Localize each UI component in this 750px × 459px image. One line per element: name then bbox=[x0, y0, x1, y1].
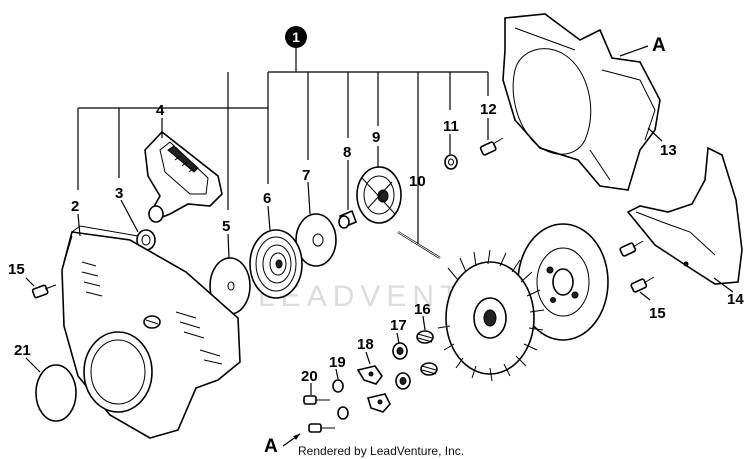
callout-18: 18 bbox=[357, 336, 374, 353]
kit-bracket: 1 bbox=[77, 26, 489, 210]
part-9-pulley bbox=[356, 166, 402, 224]
callout-3: 3 bbox=[115, 185, 123, 202]
part-19-washers bbox=[332, 379, 349, 420]
part-12-screw bbox=[479, 137, 504, 156]
part-7-washer bbox=[295, 213, 337, 267]
part-20-bolts bbox=[303, 395, 335, 433]
callout-17: 17 bbox=[390, 317, 407, 334]
part-10-starter-rope bbox=[397, 231, 441, 259]
part-2-starter-housing bbox=[61, 225, 241, 439]
part-4-starter-handle bbox=[144, 130, 223, 223]
bolt-15-left bbox=[31, 284, 57, 299]
ref-label-a-bottom: A bbox=[264, 436, 278, 457]
part-6-recoil-spring bbox=[249, 229, 303, 299]
callout-6: 6 bbox=[263, 190, 271, 207]
callout-16: 16 bbox=[414, 301, 431, 318]
ref-a-top-leader bbox=[619, 45, 649, 57]
part-8-collar bbox=[338, 209, 358, 229]
bolt-15-right-lower bbox=[630, 276, 655, 293]
kit-callout-circle bbox=[285, 26, 307, 48]
callout-19: 19 bbox=[329, 354, 346, 371]
callout-13: 13 bbox=[660, 142, 677, 159]
part-16-springs bbox=[416, 330, 438, 376]
callout-9: 9 bbox=[372, 129, 380, 146]
callout-2: 2 bbox=[71, 198, 79, 215]
part-17-rollers bbox=[392, 342, 411, 390]
ref-label-a-top: A bbox=[652, 35, 666, 56]
callout-8: 8 bbox=[343, 144, 351, 161]
part-14-cover-plate bbox=[626, 146, 743, 285]
callout-14: 14 bbox=[727, 291, 744, 308]
part-21-screen bbox=[35, 364, 77, 422]
callout-15-right: 15 bbox=[649, 305, 666, 322]
bolt-15-right-upper bbox=[619, 240, 644, 257]
callout-7: 7 bbox=[302, 167, 310, 184]
callout-10: 10 bbox=[409, 173, 426, 190]
callout-15-left: 15 bbox=[8, 261, 25, 278]
callout-21: 21 bbox=[14, 342, 31, 359]
callout-11: 11 bbox=[443, 118, 459, 135]
callout-5: 5 bbox=[222, 218, 230, 235]
part-11-washer bbox=[444, 154, 458, 170]
callout-12: 12 bbox=[480, 101, 497, 118]
callout-4: 4 bbox=[156, 102, 165, 119]
flywheel-fan bbox=[437, 249, 545, 382]
part-18-pawls bbox=[356, 365, 391, 413]
kit-callout-number: 1 bbox=[292, 29, 300, 45]
part-13-fan-housing bbox=[502, 13, 661, 191]
credit-line: Rendered by LeadVenture, Inc. bbox=[298, 444, 464, 458]
callout-20: 20 bbox=[301, 368, 318, 385]
